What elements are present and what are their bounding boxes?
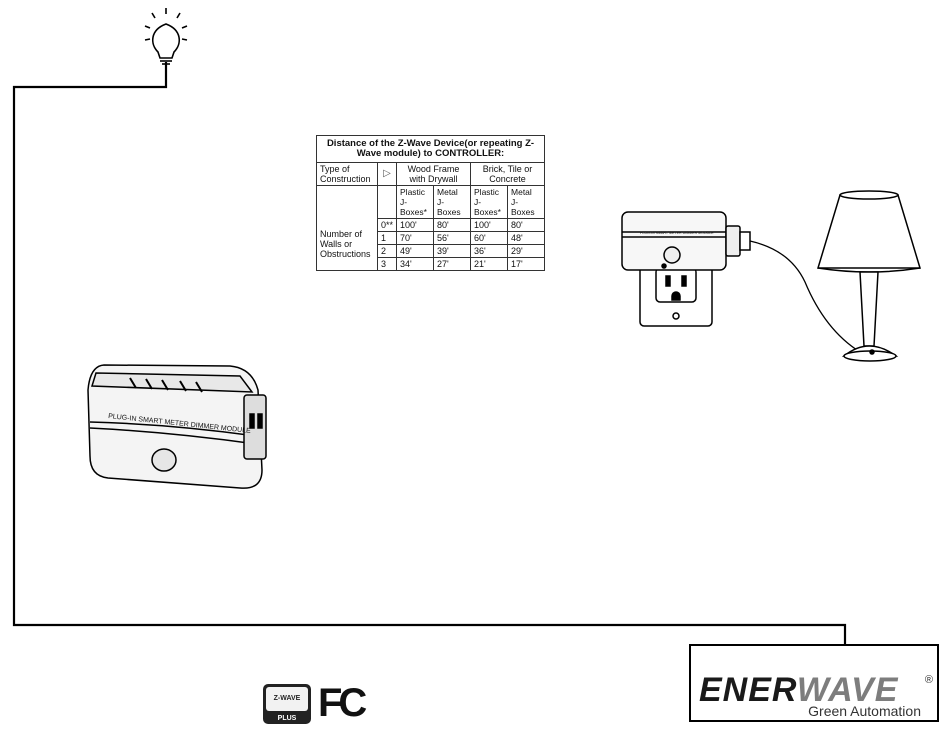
range-table-title: Distance of the Z-Wave Device(or repeati… [315,135,546,163]
zwave-logo-text: Z-WAVE [266,687,308,711]
table-row: 3 34' 27' 21' 17' [317,257,546,271]
distance-cell: 36' [470,244,509,258]
distance-cell: 100' [396,218,435,232]
outlet-illustration [621,211,751,327]
distance-cell: 49' [396,244,435,258]
walls-count: 3 [376,257,398,271]
distance-cell: 29' [507,244,546,258]
distance-cell: 27' [433,257,472,271]
zwave-plus-text: PLUS [277,715,297,722]
fcc-logo: FC [318,681,367,725]
distance-cell: 48' [507,231,546,245]
walls-count: 1 [376,231,398,245]
col-metal-brick: Metal J-Boxes [507,185,546,219]
range-table: Distance of the Z-Wave Device(or repeati… [315,135,546,271]
distance-cell: 56' [433,231,472,245]
construction-label: Type of Construction [316,162,378,186]
small-module-label: PLUG-IN SMART METER DIMMER MODULE [640,231,714,235]
empty-cell [376,185,398,219]
distance-cell: 80' [433,218,472,232]
wire-line [12,62,847,646]
group-wood: Wood Frame with Drywall [396,162,472,186]
distance-cell: 39' [433,244,472,258]
zwave-plus-logo: Z-WAVE PLUS [263,684,311,724]
lamp-cord [749,240,861,353]
lightbulb-icon [144,8,188,65]
lamp-icon [816,190,922,362]
dimmer-module-illustration [87,364,267,489]
logo-tagline: Green Automation [808,703,921,719]
empty-cell [316,185,378,219]
logo-wordmark: ENERWAVE [699,671,898,710]
col-metal-wood: Metal J-Boxes [433,185,472,219]
col-plastic-wood: Plastic J-Boxes* [396,185,435,219]
registered-mark: ® [924,674,933,686]
distance-cell: 70' [396,231,435,245]
col-plastic-brick: Plastic J-Boxes* [470,185,509,219]
walls-count: 0** [376,218,398,232]
walls-count: 2 [376,244,398,258]
distance-cell: 17' [507,257,546,271]
enerwave-logo: ENERWAVE ® Green Automation [689,644,939,722]
arrow-right-icon: ▷ [376,162,398,186]
group-brick: Brick, Tile or Concrete [470,162,546,186]
distance-cell: 60' [470,231,509,245]
row-label: Number of Walls or Obstructions [316,218,378,271]
distance-cell: 34' [396,257,435,271]
logo-part-ener: ENER [699,671,797,709]
distance-cell: 80' [507,218,546,232]
table-row: Number of Walls or Obstructions 0** 100'… [316,218,546,271]
distance-cell: 100' [470,218,509,232]
distance-cell: 21' [470,257,509,271]
logo-part-wave: WAVE [796,671,899,709]
table-row: 2 49' 39' 36' 29' [317,244,546,258]
